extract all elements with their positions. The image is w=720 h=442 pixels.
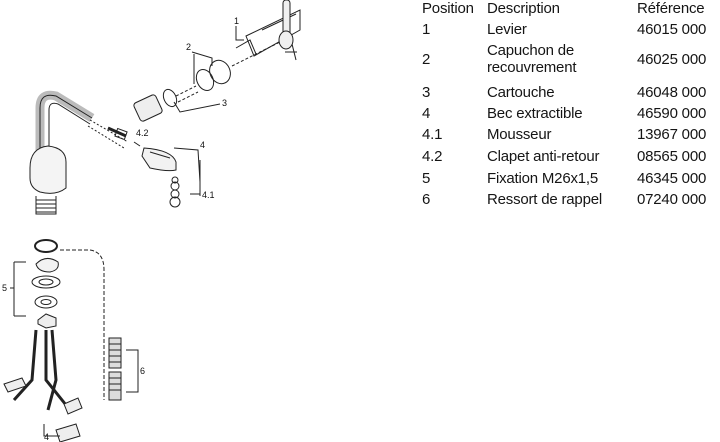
label-lever: 1 [234,16,239,26]
spout-assembly [107,126,201,208]
row-position: 6 [422,191,431,208]
label-check-valve: 4.2 [136,128,149,138]
row-description: Clapet anti-retour [487,148,600,165]
row-position: 3 [422,84,431,101]
row-position: 4.2 [422,148,443,165]
row-description: Capuchon de recouvrement [487,42,577,76]
row-description: Cartouche [487,84,555,101]
row-reference: 46048 000 [637,84,707,101]
label-aerator: 4.1 [202,190,215,200]
hoses [3,249,105,442]
row-description: Ressort de rappel [487,191,602,208]
header-reference: Référence [637,0,705,17]
springs [108,337,139,401]
row-position: 5 [422,170,431,187]
row-reference: 13967 000 [637,126,707,143]
row-position: 4 [422,105,431,122]
label-cartridge: 3 [222,98,227,108]
row-position: 4.1 [422,126,443,143]
label-spout: 4 [200,140,205,150]
row-position: 1 [422,21,431,38]
row-reference: 46015 000 [637,21,707,38]
header-description: Description [487,0,560,17]
row-description: Levier [487,21,527,38]
exploded-diagram: 1 2 3 4 4.1 4.2 5 6 4 [2,0,301,442]
row-reference: 08565 000 [637,148,707,165]
header-position: Position [422,0,474,17]
row-position: 2 [422,51,431,68]
faucet-body [29,90,129,215]
row-reference: 07240 000 [637,191,707,208]
cartridge-assembly [133,0,301,122]
row-description: Mousseur [487,126,552,143]
row-reference: 46345 000 [637,170,707,187]
label-cap: 2 [186,42,191,52]
label-spout-hose: 4 [44,432,49,442]
row-description: Fixation M26x1,5 [487,170,599,187]
row-reference: 46590 000 [637,105,707,122]
fixing-parts [10,239,61,329]
label-fixing: 5 [2,283,7,293]
label-spring: 6 [140,366,145,376]
row-description: Bec extractible [487,105,583,122]
row-reference: 46025 000 [637,51,707,68]
